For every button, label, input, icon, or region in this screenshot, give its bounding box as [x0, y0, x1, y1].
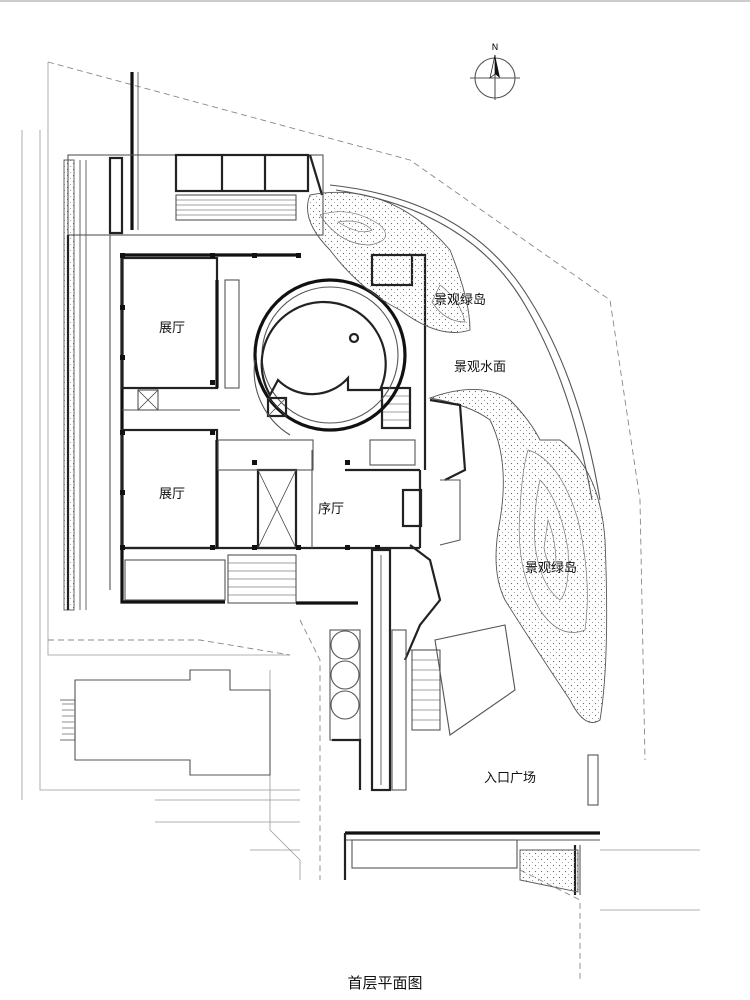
room-label-landscape-water: 景观水面: [454, 360, 506, 375]
north-wing: [66, 72, 324, 610]
room-label-exhibition-hall-south: 展厅: [159, 487, 185, 502]
room-label-landscape-island-east: 景观绿岛: [525, 560, 577, 576]
north-arrow-icon: [470, 54, 520, 100]
landscape-east: [428, 389, 608, 723]
entrance-plaza-structures: [329, 398, 600, 895]
landscape-north: [307, 184, 601, 501]
room-label-entrance-plaza: 入口广场: [484, 771, 536, 786]
adjacent-building: [60, 669, 271, 776]
room-label-exhibition-hall-north: 展厅: [159, 321, 185, 336]
main-building: [120, 253, 427, 605]
room-label-foyer: 序厅: [318, 502, 344, 517]
compass-north-letter: N: [492, 43, 499, 53]
drawing-title: 首层平面图: [347, 974, 422, 992]
circular-drum: [253, 278, 407, 436]
room-label-landscape-island-north: 景观绿岛: [434, 292, 486, 308]
